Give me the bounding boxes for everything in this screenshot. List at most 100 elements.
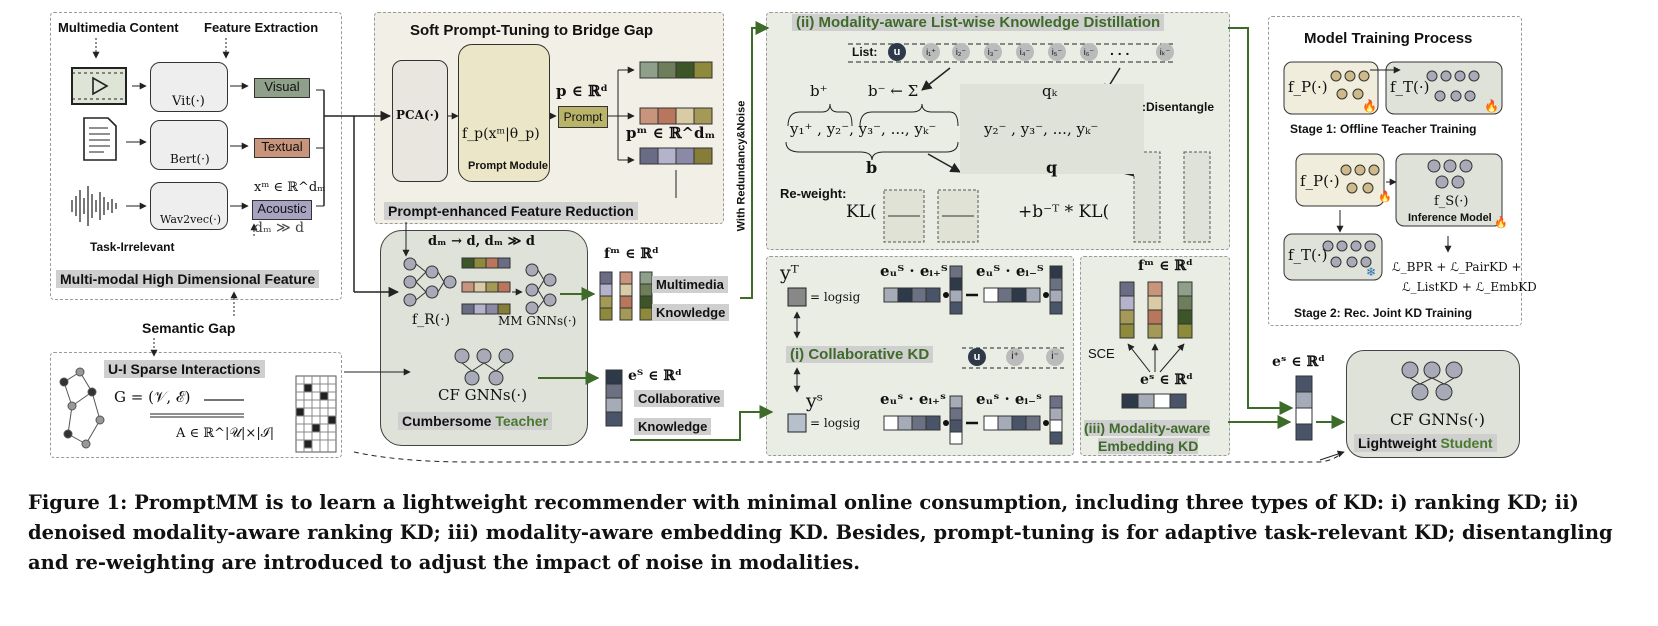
figure-caption: Figure 1: PromptMM is to learn a lightwe… [28,491,1613,574]
prompt-function: f_p(xᵐ|θ_p) [462,126,540,142]
teacher-label-prefix: Cumbersome [402,413,496,429]
inference-model-label: Inference Model [1408,212,1492,224]
feature-extraction-label: Feature Extraction [204,20,319,35]
eS-neg: eᵤˢ · eᵢ₋ˢ [976,390,1042,408]
ui-interactions-title: U-I Sparse Interactions [104,360,265,378]
prompt-module-box [458,44,550,182]
soft-prompt-title: Soft Prompt-Tuning to Bridge Gap [410,22,654,39]
fm-teacher-equation: fᵐ ∈ ℝᵈ [604,246,659,262]
reduction-network-icon [403,257,457,307]
mm-gnns-label: MM GNNs(·) [498,314,577,328]
student-label: Lightweight Student [1354,434,1497,452]
multimedia-content-label: Multimedia Content [58,20,179,35]
b-plus: b⁺ [810,82,828,100]
student-network-icon [1401,361,1463,401]
collab-neg-node: i⁻ [1046,348,1064,366]
fm-embedding-equation: fᵐ ∈ ℝᵈ [1138,258,1193,274]
list-item: i₂⁻ [952,43,970,61]
loss-line-2: ℒ_ListKD + ℒ_EmbKD [1402,280,1537,294]
document-icon [83,117,117,161]
collaborative-knowledge-label-2: Knowledge [634,418,712,435]
list-item: i₆⁻ [1080,43,1098,61]
disentangle-label: :Disentangle [1142,100,1215,114]
logsig-teacher: = logsig [810,290,861,304]
prompt-stage2-net-icon [1340,164,1380,194]
fire-icon: 🔥 [1362,99,1377,113]
bert-label: Bert(·) [170,152,210,166]
fT-label-1: f_T(·) [1390,78,1430,96]
list-item: iₖ⁻ [1156,43,1174,61]
fS-label: f_S(·) [1434,194,1469,209]
adjacency-equation: A ∈ ℝ^|𝒰|×|ℐ| [176,426,275,441]
loss-line-1: ℒ_BPR + ℒ_PairKD + [1392,260,1522,274]
list-item: i₄⁻ [1016,43,1034,61]
list-item: i₁⁺ [922,43,940,61]
stage2-label: Stage 2: Rec. Joint KD Training [1294,306,1473,320]
teacher-dims-label: dₘ → d, dₘ ≫ d [428,234,535,249]
listwise-kd-title: (ii) Modality-aware List-wise Knowledge … [792,14,1165,31]
list-item-user: u [888,43,906,61]
q-bold: q [1046,158,1058,177]
logsig-student: = logsig [810,416,861,430]
wav2vec-label: Wav2vec(·) [160,213,222,226]
collaborative-knowledge-label-1: Collaborative [634,390,725,407]
dm-inequality: dₘ ≫ d [254,220,305,236]
adjacency-matrix-icon [295,375,337,453]
visual-feature-box: Visual [254,78,310,98]
task-irrelevant-label: Task-Irrelevant [90,240,175,254]
kl-second: +b⁻ᵀ * KL( [1018,202,1110,222]
bert-extractor [150,120,228,170]
vit-extractor [150,62,228,112]
pm-equation: pᵐ ∈ ℝ^dₘ [626,124,716,142]
teacher-stage2-net-icon [1322,240,1376,268]
pca-label: PCA(·) [396,108,440,122]
fT-label-2: f_T(·) [1288,246,1328,264]
eS-pos: eᵤˢ · eᵢ₊ˢ [880,390,946,408]
list-label: List: [852,45,878,59]
student-label-word: Student [1440,435,1493,451]
multimodal-feature-panel [50,12,342,300]
acoustic-feature-box: Acoustic [252,200,312,220]
reduced-feature-vectors [461,257,511,315]
cf-gnns-teacher-label: CF GNNs(·) [438,386,528,404]
kl-teacher-fractions [883,189,979,243]
reduction-function: f_R(·) [412,312,451,328]
reweight-label: Re-weight: [780,186,847,201]
eT-equation: eᵀ ∈ ℝᵈ [628,368,682,384]
snowflake-icon: ❄ [1366,265,1376,279]
mm-gnns-network-icon [525,263,557,315]
teacher-training-net-icon [1330,70,1370,100]
collaborative-kd-title: (i) Collaborative KD [786,346,934,363]
list-item: i₅⁻ [1048,43,1066,61]
teacher-model-net-icon [1426,70,1480,102]
yT-label: yᵀ [780,262,799,284]
student-label-prefix: Lightweight [1358,435,1441,451]
pca-box [392,60,448,182]
redundancy-noise-label: With Redundancy&Noise [735,100,748,232]
fire-icon: 🔥 [1484,99,1499,113]
embedding-kd-title-2: Embedding KD [1098,438,1199,454]
cf-gnns-student-label: CF GNNs(·) [1390,410,1485,429]
training-process-title: Model Training Process [1304,30,1473,47]
training-process-panel [1268,16,1522,326]
multimedia-knowledge-label-2: Knowledge [652,304,730,321]
prompt-module-label: Prompt Module [468,160,549,172]
prompt-vector-pm [639,147,713,165]
q-shade [960,84,1144,174]
teacher-multimedia-embeddings [599,271,653,321]
p-equation: p ∈ ℝᵈ [556,82,608,100]
eS-embedding-equation: eˢ ∈ ℝᵈ [1140,372,1194,388]
b-bold: b [866,158,878,177]
q-sequence: y₂⁻ , y₃⁻, ..., yₖ⁻ [984,120,1099,138]
teacher-label-word: Teacher [495,413,549,429]
embedding-modality-vectors [1119,281,1193,339]
fire-icon: 🔥 [1378,190,1392,203]
collab-pos-node: i⁺ [1006,348,1024,366]
collab-user-node: u [968,348,986,366]
student-embedding-vector [1295,375,1313,441]
vit-label: Vit(·) [172,94,205,109]
prompt-tag: Prompt [558,106,608,128]
list-ellipsis: . . . [1110,42,1130,58]
embedding-kd-title-1: (iii) Modality-aware [1084,420,1211,436]
stage1-label: Stage 1: Offline Teacher Training [1290,122,1477,136]
